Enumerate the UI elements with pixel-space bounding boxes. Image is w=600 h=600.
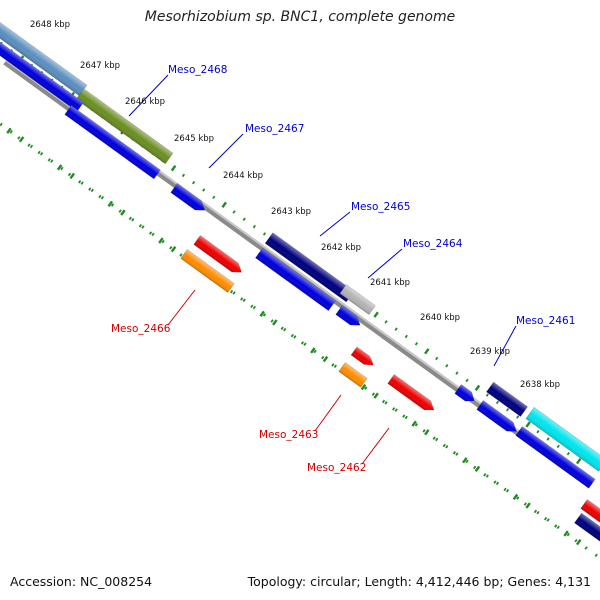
tick-label-2642: 2642 kbp xyxy=(321,243,361,253)
gene-label-lines xyxy=(128,74,517,465)
gene-label-meso-2461[interactable]: Meso_2461 xyxy=(516,315,575,327)
connector-meso-2465 xyxy=(319,211,351,237)
tick-label-2643: 2643 kbp xyxy=(271,207,311,217)
connector-meso-2467 xyxy=(208,133,244,169)
accession-label: Accession: NC_008254 xyxy=(10,574,153,589)
feature-blue-small[interactable] xyxy=(170,183,208,215)
feature-red-2466[interactable] xyxy=(193,235,245,277)
feature-navy-bottom[interactable] xyxy=(574,512,600,547)
connector-meso-2466 xyxy=(167,289,196,326)
inner-tick-line xyxy=(0,122,582,546)
feature-navy-2465[interactable] xyxy=(264,232,355,303)
tick-labels: 2648 kbp 2647 kbp 2646 kbp 2645 kbp 2644… xyxy=(30,20,560,390)
connector-meso-2462 xyxy=(361,427,390,465)
tick-label-2639: 2639 kbp xyxy=(470,347,510,357)
feature-navy-2461[interactable] xyxy=(486,381,528,417)
lower-tick-line xyxy=(6,127,598,558)
feature-blue-2461[interactable] xyxy=(476,400,520,436)
connector-meso-2461 xyxy=(493,325,517,367)
genome-summary: Topology: circular; Length: 4,412,446 bp… xyxy=(247,574,591,589)
gene-label-meso-2464[interactable]: Meso_2464 xyxy=(403,238,463,250)
gene-labels: Meso_2468 Meso_2467 Meso_2465 Meso_2464 … xyxy=(111,64,575,474)
feature-cyan[interactable] xyxy=(525,406,600,472)
tick-label-2646: 2646 kbp xyxy=(125,97,165,107)
connector-meso-2463 xyxy=(314,394,342,432)
feature-blue-2467-region[interactable] xyxy=(64,105,161,180)
tick-label-2644: 2644 kbp xyxy=(223,171,263,181)
feature-orange-2463[interactable] xyxy=(338,362,368,388)
feature-silver-2464[interactable] xyxy=(339,284,376,315)
feature-red-2462[interactable] xyxy=(387,374,437,415)
gene-label-meso-2463[interactable]: Meso_2463 xyxy=(259,429,318,441)
feature-blue-tiny[interactable] xyxy=(454,384,478,406)
gene-label-meso-2465[interactable]: Meso_2465 xyxy=(351,201,410,213)
tick-label-2640: 2640 kbp xyxy=(420,313,460,323)
tick-label-2648: 2648 kbp xyxy=(30,20,70,30)
feature-red-bottom[interactable] xyxy=(580,499,600,527)
gene-label-meso-2462[interactable]: Meso_2462 xyxy=(307,462,366,474)
feature-blue-small-2[interactable] xyxy=(335,305,364,330)
map-title: Mesorhizobium sp. BNC1, complete genome xyxy=(144,9,456,25)
tick-label-2647: 2647 kbp xyxy=(80,61,120,71)
feature-orange-2466[interactable] xyxy=(180,249,235,293)
gene-label-meso-2467[interactable]: Meso_2467 xyxy=(245,123,304,135)
gene-label-meso-2466[interactable]: Meso_2466 xyxy=(111,323,171,335)
feature-blue-strand[interactable] xyxy=(255,247,336,312)
connector-meso-2464 xyxy=(367,248,403,279)
tick-label-2641: 2641 kbp xyxy=(370,278,410,288)
feature-olive[interactable] xyxy=(75,88,174,165)
feature-blue-right[interactable] xyxy=(515,426,596,489)
gene-features xyxy=(0,20,600,547)
connector-meso-2468 xyxy=(128,74,169,117)
feature-red-small[interactable] xyxy=(350,346,376,369)
tick-label-2645: 2645 kbp xyxy=(174,134,214,144)
tick-label-2638: 2638 kbp xyxy=(520,380,560,390)
gene-label-meso-2468[interactable]: Meso_2468 xyxy=(168,64,227,76)
